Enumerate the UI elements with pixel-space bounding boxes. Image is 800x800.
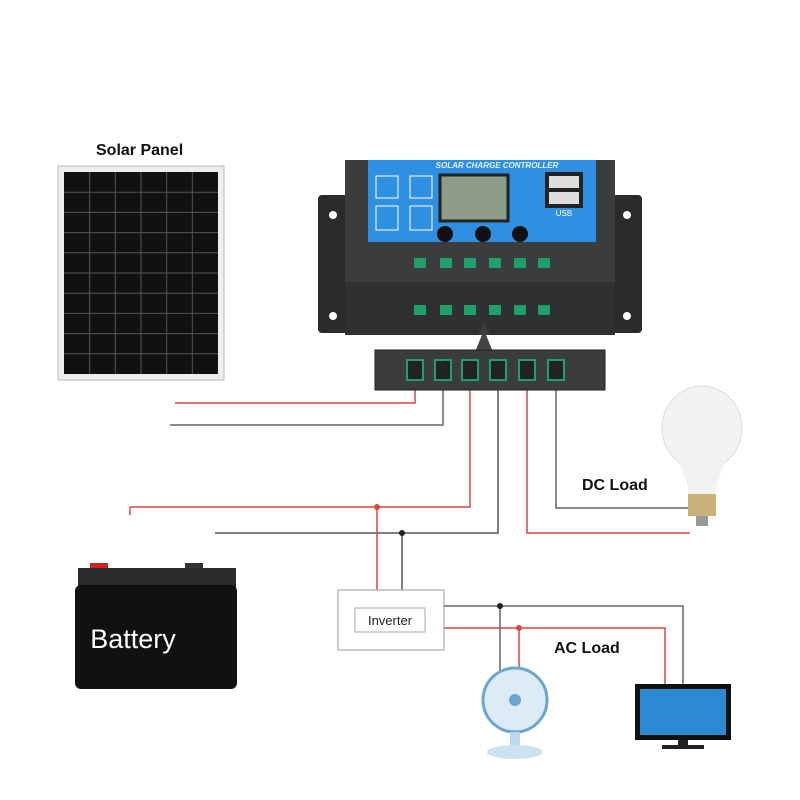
controller-terminal xyxy=(489,305,501,315)
battery-negative-wire xyxy=(215,385,499,534)
down-button xyxy=(512,226,528,242)
controller-screw xyxy=(538,258,550,268)
terminal-slot xyxy=(547,359,565,381)
battery xyxy=(75,563,237,689)
controller-terminal xyxy=(514,305,526,315)
clock-icon xyxy=(375,205,399,231)
pv-icon xyxy=(375,175,399,199)
solar-positive-wire xyxy=(175,385,416,404)
controller-terminal xyxy=(440,305,452,315)
controller-terminal xyxy=(414,305,426,315)
controller-terminal xyxy=(538,305,550,315)
controller-screw xyxy=(514,258,526,268)
solar-panel-label: Solar Panel xyxy=(96,142,184,159)
controller-screw xyxy=(464,258,476,268)
terminal-slot xyxy=(406,359,424,381)
battery-label: Battery xyxy=(90,624,176,654)
gear-icon xyxy=(409,175,433,199)
solar-panel xyxy=(57,165,225,381)
battery-positive-wire xyxy=(130,385,471,508)
terminal-slot xyxy=(461,359,479,381)
menu-button xyxy=(437,226,453,242)
controller-screw xyxy=(489,258,501,268)
terminal-slot xyxy=(489,359,507,381)
load-positive-wire xyxy=(526,385,690,534)
monitor xyxy=(635,684,731,749)
up-button xyxy=(475,226,491,242)
lcd-screen xyxy=(438,173,510,223)
fan xyxy=(481,666,549,759)
terminal-slot xyxy=(518,359,536,381)
ac-load-label: AC Load xyxy=(554,640,620,657)
terminal-block xyxy=(374,330,606,391)
inverter-label: Inverter xyxy=(368,613,413,628)
light-bulb xyxy=(661,385,743,526)
ac-neutral-wire xyxy=(443,605,684,686)
controller-screw xyxy=(414,258,426,268)
junction-dots xyxy=(374,504,522,631)
charge-controller xyxy=(318,160,642,335)
solar-negative-wire xyxy=(170,385,444,426)
controller-title: SOLAR CHARGE CONTROLLER xyxy=(436,161,559,170)
terminal-slot xyxy=(434,359,452,381)
inverter xyxy=(337,589,445,651)
dc-load-label: DC Load xyxy=(582,477,648,494)
usb-label: USB xyxy=(556,209,572,218)
lock-icon xyxy=(409,205,433,231)
controller-screw xyxy=(440,258,452,268)
load-negative-wire xyxy=(555,385,690,509)
controller-terminal xyxy=(464,305,476,315)
